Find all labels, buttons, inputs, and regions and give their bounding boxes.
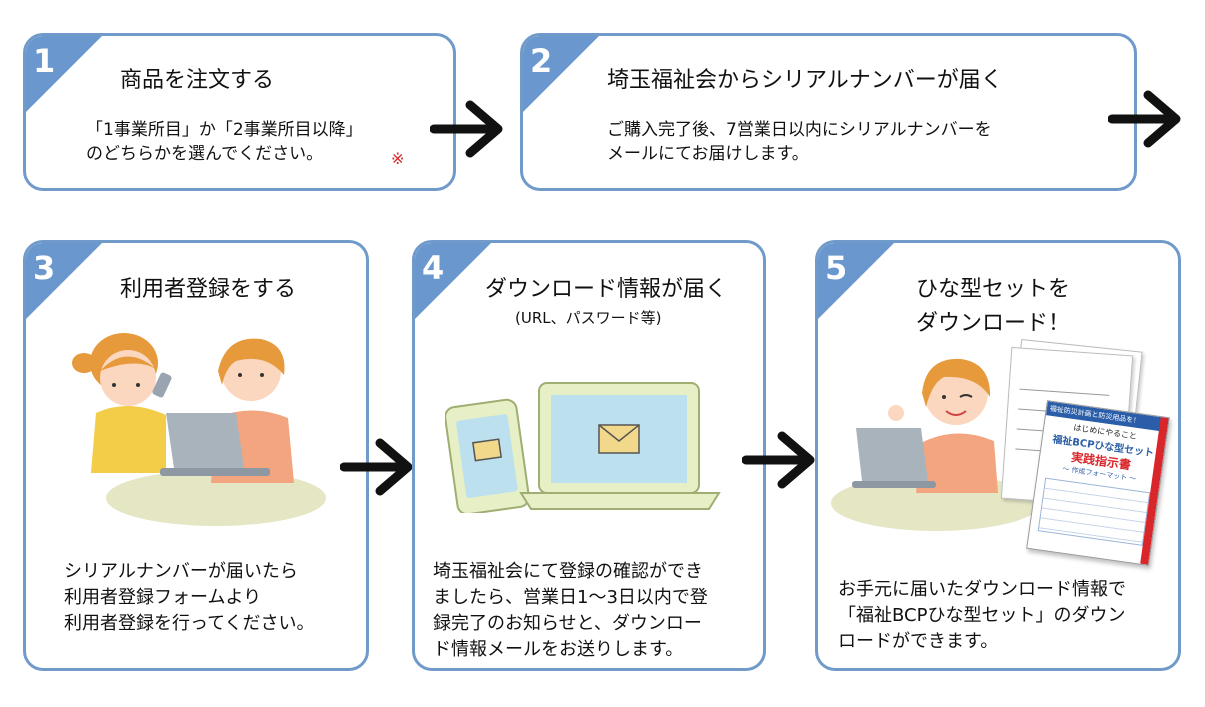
users-registering-illustration	[72, 333, 326, 526]
step-2-body-line-1: ご購入完了後、7営業日以内にシリアルナンバーを	[607, 120, 992, 140]
arrow-right-icon	[1108, 90, 1181, 148]
woman-with-laptop-illustration	[831, 358, 1036, 531]
step-2-title: 埼玉福祉会からシリアルナンバーが届く	[607, 68, 1003, 93]
step-4-body-line-1: 埼玉福祉会にて登録の確認ができ	[433, 561, 703, 582]
step-5-body-line-3: ロードができます。	[838, 631, 999, 652]
step-5-body-line-2: 「福祉BCPひな型セット」のダウン	[838, 605, 1126, 626]
step-3-body-line-2: 利用者登録フォームより	[64, 587, 262, 608]
mail-devices-illustration	[445, 382, 721, 513]
step-1-body-line-1: 「1事業所目」か「2事業所目以降」	[86, 120, 363, 140]
step-2-number: 2	[530, 42, 553, 80]
step-3-number: 3	[33, 249, 56, 287]
step-3-body-line-1: シリアルナンバーが届いたら	[64, 561, 298, 582]
step-5-body-line-1: お手元に届いたダウンロード情報で	[838, 579, 1126, 600]
step-4-body-line-2: ましたら、営業日1〜3日以内で登	[433, 587, 708, 608]
step-4-title: ダウンロード情報が届く	[485, 277, 728, 302]
step-4-card: 4 ダウンロード情報が届く (URL、パスワード等) 埼玉福祉会にて登録の確認が…	[412, 240, 766, 671]
step-2-card: 2 埼玉福祉会からシリアルナンバーが届く ご購入完了後、7営業日以内にシリアルナ…	[520, 33, 1137, 191]
step-4-number: 4	[422, 249, 445, 287]
step-5-title-line-2: ダウンロード！	[916, 311, 1071, 336]
step-4-body-line-4: ド情報メールをお送りします。	[433, 639, 684, 660]
step-2-body-line-2: メールにてお届けします。	[607, 144, 809, 164]
arrow-right-icon	[340, 438, 413, 496]
step-1-note-mark: ※	[391, 149, 405, 168]
arrow-right-icon	[742, 431, 815, 489]
step-1-title: 商品を注文する	[120, 68, 275, 93]
step-5-number: 5	[825, 249, 848, 287]
step-3-body-line-3: 利用者登録を行ってください。	[64, 613, 315, 634]
step-4-body-line-3: 録完了のお知らせと、ダウンロー	[433, 613, 702, 634]
arrow-right-icon	[430, 100, 503, 158]
step-3-title: 利用者登録をする	[120, 277, 297, 302]
step-3-card: 3 利用者登録をする シリアルナンバーが届いたら 利用者登録フォームより 利用者…	[23, 240, 369, 671]
step-5-title-line-1: ひな型セットを	[916, 277, 1071, 302]
bcp-booklet-cover: 福祉防災計画と防災用品を！ はじめにやること 福祉BCPひな型セット 実践指示書…	[1026, 400, 1170, 566]
step-1-body-line-2: のどちらかを選んでください。	[86, 144, 324, 164]
step-1-number: 1	[33, 42, 56, 80]
step-4-subtitle: (URL、パスワード等)	[515, 309, 662, 327]
step-1-card: 1 商品を注文する 「1事業所目」か「2事業所目以降」 のどちらかを選んでくださ…	[23, 33, 456, 191]
step-5-card: 5 ひな型セットを ダウンロード！ 福祉防災計画と防災用品を！ はじめにやること…	[815, 240, 1181, 671]
